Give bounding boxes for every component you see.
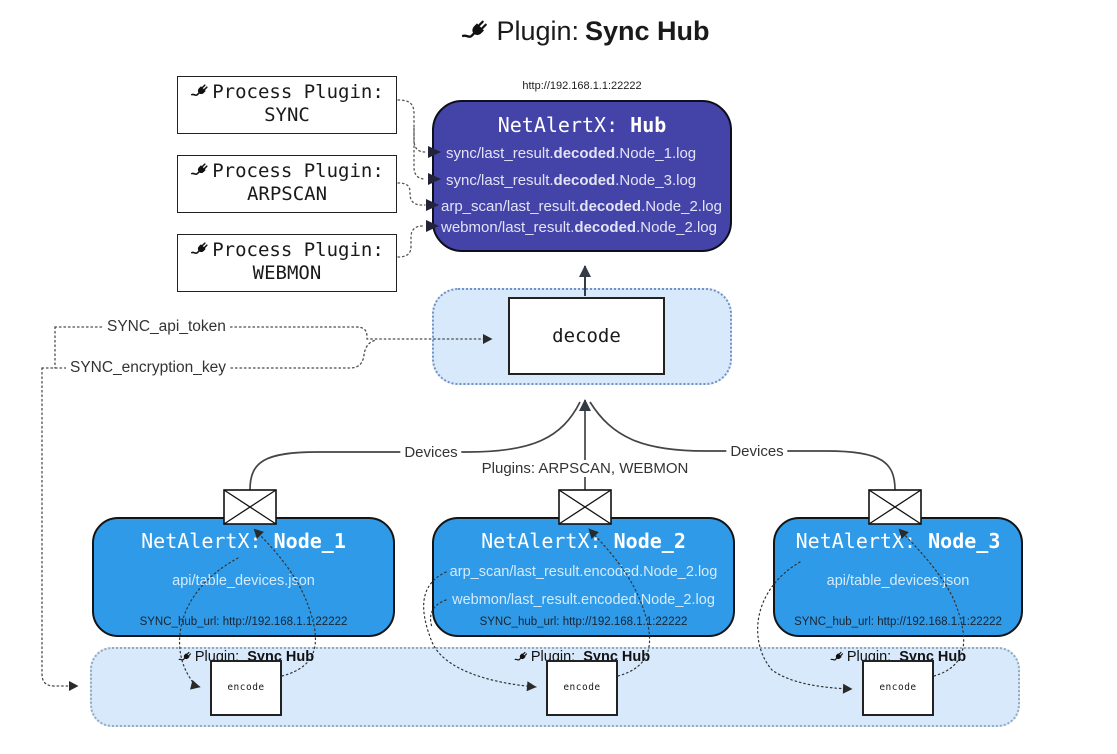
plugins-middle-edge-label: Plugins: ARPSCAN, WEBMON [477,460,693,477]
plug-icon [190,161,210,181]
node-2-box: NetAlertX: Node_2 arp_scan/last_result.e… [432,517,735,637]
hub-title-prefix: NetAlertX: [497,113,619,137]
node-hub-url: SYNC_hub_url: http://192.168.1.1:22222 [794,616,1002,628]
decode-box: decode [508,297,665,375]
hub-log-line: sync/last_result.decoded.Node_3.log [446,172,697,189]
plugin-to-hub-connectors [397,99,426,258]
sync-encryption-key-label: SYNC_encryption_key [66,359,230,377]
hub-log-line: sync/last_result.decoded.Node_1.log [446,145,697,162]
process-plugin-arpscan-box: Process Plugin: ARPSCAN [177,155,397,213]
page-title: Plugin: Sync Hub [460,16,710,47]
devices-left-edge-label: Devices [400,444,462,461]
node-title: NetAlertX: Node_1 [141,529,346,553]
hub-title-name: Hub [630,113,667,137]
process-plugin-name: ARPSCAN [246,183,328,205]
node-3-box: NetAlertX: Node_3 api/table_devices.json… [773,517,1023,637]
page-title-prefix: Plugin: [496,16,580,46]
process-plugin-label: Process Plugin: [212,81,384,103]
process-plugin-name: SYNC [264,104,310,126]
process-plugin-webmon-box: Process Plugin: WEBMON [177,234,397,292]
node-title: NetAlertX: Node_3 [795,529,1001,553]
process-plugin-name: WEBMON [252,262,322,284]
plug-icon [830,650,845,665]
hub-title: NetAlertX: Hub [434,113,730,137]
sync-api-token-label: SYNC_api_token [103,318,230,336]
plug-icon [514,650,529,665]
node-file: webmon/last_result.encoded.Node_2.log [452,592,715,608]
node-hub-url: SYNC_hub_url: http://192.168.1.1:22222 [139,616,348,628]
hub-log-line: webmon/last_result.decoded.Node_2.log [441,219,717,236]
process-plugin-label: Process Plugin: [212,239,384,261]
node-title: NetAlertX: Node_2 [481,529,686,553]
plug-icon [460,17,490,47]
page-title-name: Sync Hub [585,16,710,46]
node-file: api/table_devices.json [172,573,315,589]
encode-box: encode [210,660,282,716]
plug-icon [190,240,210,260]
node-file: arp_scan/last_result.encoded.Node_2.log [449,564,718,580]
plug-icon [190,82,210,102]
node-file: api/table_devices.json [826,573,970,589]
process-plugin-sync-box: Process Plugin: SYNC [177,76,397,134]
node-1-box: NetAlertX: Node_1 api/table_devices.json… [92,517,395,637]
encode-box: encode [862,660,934,716]
hub-log-line: arp_scan/last_result.decoded.Node_2.log [441,198,722,215]
hub-url-label: http://192.168.1.1:22222 [522,80,642,92]
devices-right-edge-label: Devices [726,443,788,460]
encode-box: encode [546,660,618,716]
process-plugin-label: Process Plugin: [212,160,384,182]
hub-box: NetAlertX: Hub sync/last_result.decoded.… [432,100,732,252]
node-hub-url: SYNC_hub_url: http://192.168.1.1:22222 [479,616,688,628]
plug-icon [178,650,193,665]
